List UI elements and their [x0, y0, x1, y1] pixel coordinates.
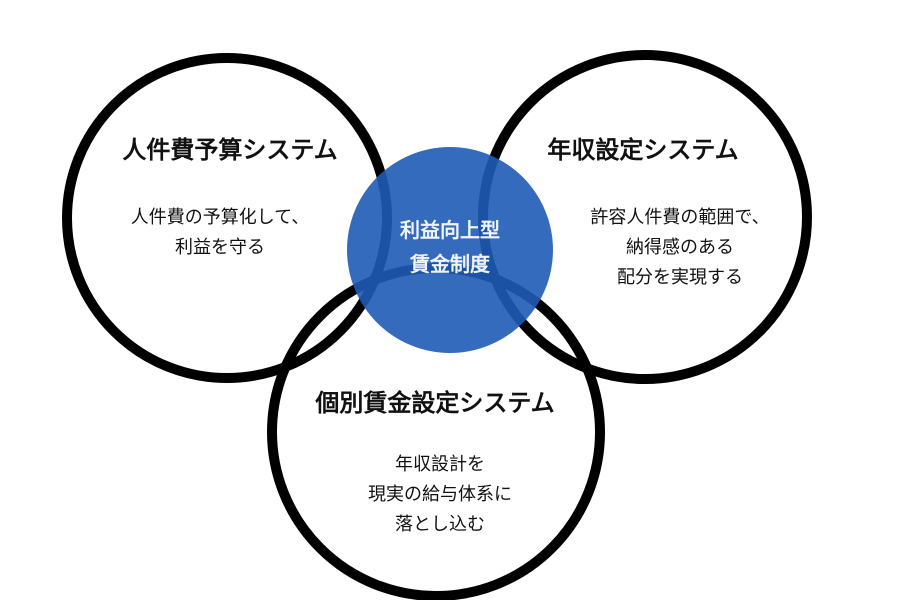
- desc-line: 許容人件費の範囲で、: [590, 207, 770, 228]
- desc-line: 配分を実現する: [617, 267, 743, 288]
- desc-line: 利益を守る: [175, 237, 265, 258]
- center-label-line1: 利益向上型: [400, 218, 500, 242]
- right-circle-description: 許容人件費の範囲で、 納得感のある 配分を実現する: [590, 203, 769, 293]
- left-circle-description: 人件費の予算化して、 利益を守る: [131, 203, 310, 263]
- bottom-circle-title: 個別賃金設定システム: [315, 389, 555, 417]
- desc-line: 落とし込む: [395, 514, 485, 535]
- left-circle-title: 人件費予算システム: [122, 136, 338, 164]
- right-circle-title: 年収設定システム: [547, 136, 739, 164]
- center-label-line2: 賃金制度: [410, 252, 490, 276]
- desc-line: 年収設計を: [395, 454, 485, 475]
- desc-line: 納得感のある: [626, 237, 734, 258]
- bottom-circle-description: 年収設計を 現実の給与体系に 落とし込む: [368, 450, 512, 540]
- center-label: 利益向上型 賃金制度: [400, 213, 500, 281]
- desc-line: 人件費の予算化して、: [130, 207, 310, 228]
- desc-line: 現実の給与体系に: [368, 484, 512, 505]
- center-circle: [347, 147, 553, 353]
